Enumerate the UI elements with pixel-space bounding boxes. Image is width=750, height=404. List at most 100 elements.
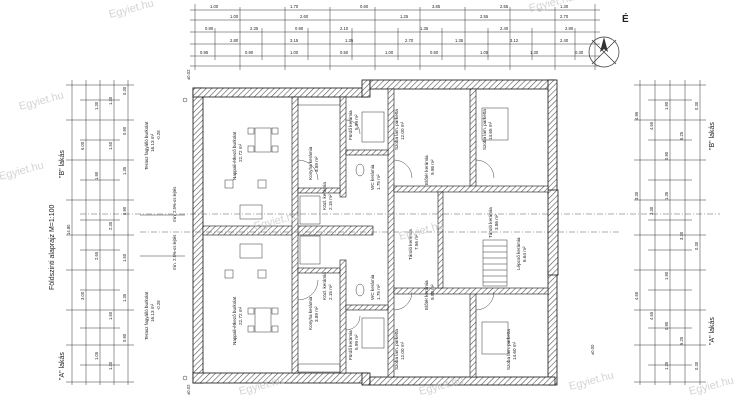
dim-top-7: 1.00 [230,14,239,19]
left-dimension-labels: 14.80 6.00 3.00 1.30 1.90 2.65 1.05 1.30… [66,86,127,370]
dim-right-8: 0.90 [664,151,669,160]
dim-left-15: 0.90 [122,206,127,215]
room-szoba2-name: Szoba lam. parketta [482,109,487,150]
room-labels: Nappali-étkező burkolat 22.72 m² Nappali… [144,109,527,370]
dim-left-13: 0.90 [122,126,127,135]
dim-left-17: 1.35 [122,293,127,302]
right-dimension-labels: 4.95 3.30 4.65 4.65 3.30 4.65 1.90 0.90 … [634,101,699,370]
sofa-top [239,204,263,220]
note-level-bottom: ±0.02 [186,384,191,395]
dim-left-10: 1.50 [108,311,113,320]
room-furdo-top-area: 5.99 m² [354,114,359,130]
dim-left-7: 1.30 [108,96,113,105]
dim-top-13: 2.35 [250,26,259,31]
dim-left-14: 1.35 [122,166,127,175]
room-lepcso-area: 6.64 m² [522,246,527,262]
dim-top-27: 0.90 [245,50,254,55]
dim-top-25: 2.40 [560,38,569,43]
dim-top-32: 1.05 [480,50,489,55]
dim-right-11: 0.90 [664,321,669,330]
dim-top-5: 2.55 [500,4,509,9]
room-kozl-top-name: Közl. kerámia [322,182,327,210]
room-konyha-bottom-area: 3.89 m² [314,306,319,322]
svg-text:Egyiet.hu: Egyiet.hu [108,0,155,21]
bathtub-top [299,195,321,225]
dim-top-3: 0.60 [360,4,369,9]
dim-right-13: 5.25 [679,131,684,140]
right-dimension-chains [639,80,701,385]
note-level-top: ±0.02 [186,69,191,80]
dim-top-19: 2.80 [230,38,239,43]
room-eloter-top-name: Előtér kerámia [424,155,429,185]
dim-top-34: 0.30 [575,50,584,55]
left-dimension-chains [71,80,129,385]
dim-top-8: 2.60 [300,14,309,19]
dim-top-1: 1.00 [210,4,219,9]
interior-walls [202,88,549,378]
room-kozl-top-area: 2.15 m² [328,194,333,210]
dim-top-4: 3.85 [432,4,441,9]
room-furdo-bottom-name: Fürdő kerámia [348,330,353,360]
dim-top-28: 1.00 [290,50,299,55]
bed-bottom-right [481,321,509,355]
dim-right-1: 4.95 [634,111,639,120]
room-furdo-bottom-area: 5.99 m² [354,334,359,350]
dim-right-5: 3.30 [649,206,654,215]
room-terasz-bottom-level: -0.28 [156,300,161,310]
dim-left-9: 2.35 [108,221,113,230]
dim-top-12: 0.80 [205,26,214,31]
dim-left-2: 3.00 [80,291,85,300]
room-tarolo2-area: 3.86 m² [494,214,499,230]
room-szoba1-area: 12.00 m² [400,121,405,140]
dim-left-6: 1.05 [94,351,99,360]
dim-top-22: 2.70 [405,38,414,43]
apartment-a-label: "A" lakás [59,352,66,380]
dim-left-5: 2.65 [94,251,99,260]
apartment-b-label-right: "B" lakás [709,122,716,150]
dim-left-1: 6.00 [80,141,85,150]
exterior-walls [192,79,559,386]
dim-top-21: 1.35 [345,38,354,43]
room-wc-top-name: WC kerámia [370,164,375,190]
dim-top-23: 1.35 [455,38,464,43]
room-wc-bottom-name: WC kerámia [370,274,375,300]
terrace-arrows [140,97,188,381]
dim-right-7: 1.90 [664,101,669,110]
dim-right-18: 0.30 [694,361,699,370]
svg-text:Egyiet.hu: Egyiet.hu [0,159,45,182]
dim-right-14: 3.30 [679,231,684,240]
dim-top-16: 1.35 [420,26,429,31]
dim-left-3: 1.30 [94,101,99,110]
dim-top-30: 1.00 [385,50,394,55]
dim-left-18: 0.90 [122,333,127,342]
notes: min. 2.5%-os lejtés min. 2.5%-os lejtés … [172,69,595,395]
bed-top-right [481,107,509,141]
room-tarolo2-name: Tároló kerámia [488,207,493,238]
room-eloter-top-area: 9.98 m² [430,159,435,175]
note-slope-bottom: min. 2.5%-os lejtés [172,235,177,270]
dining-table-bottom [254,307,272,333]
room-szoba3-area: 12.00 m² [400,341,405,360]
room-konyha-bottom-name: Konyha kerámia [308,296,313,330]
dim-right-9: 1.35 [664,191,669,200]
drawing-title: Földszinti alaprajz M=1:100 [49,204,56,290]
room-kozl-bottom-area: 2.15 m² [328,284,333,300]
room-terasz-bottom-area: 16.13 m² [150,303,155,322]
room-nappali-top-name: Nappali-étkező burkolat [232,131,237,180]
dim-left-16: 1.50 [122,253,127,262]
sofa-bottom [239,243,263,259]
dim-top-9: 1.25 [400,14,409,19]
svg-text:Egyiet.hu: Egyiet.hu [568,369,615,392]
room-konyha-top-area: 3.89 m² [314,156,319,172]
room-szoba3-name: Szoba lam. parketta [394,329,399,370]
right-dimension-ticks [634,84,706,383]
left-dimension-ticks [66,84,134,383]
dim-top-26: 0.95 [200,50,209,55]
room-terasz-top-name: Terasz fagyálló burkolat [144,121,149,170]
dim-left-12: 0.30 [122,86,127,95]
top-dimension-ticks [194,4,596,70]
watermarks: Egyiet.hu Egyiet.hu Egyiet.hu Egyiet.hu … [0,0,735,398]
dim-top-14: 0.90 [295,26,304,31]
dim-top-11: 2.70 [560,14,569,19]
